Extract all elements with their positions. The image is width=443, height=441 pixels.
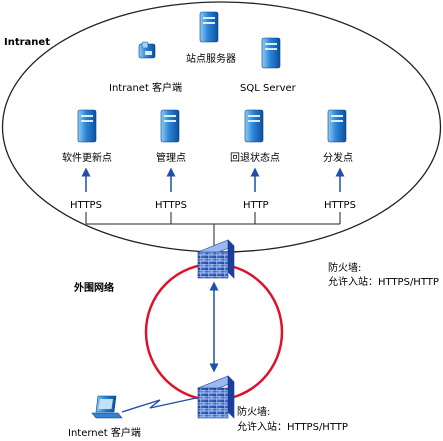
outer-firewall-rule: 允许入站：HTTPS/HTTP xyxy=(237,420,348,433)
inner-firewall-icon xyxy=(197,239,235,279)
site-server-icon xyxy=(199,11,219,43)
intranet-zone-label: Intranet xyxy=(4,37,50,48)
distribution-point-label: 分发点 xyxy=(323,151,353,164)
outer-firewall-icon xyxy=(197,375,235,419)
software-update-point-icon xyxy=(77,109,97,143)
inner-firewall-title: 防火墙: xyxy=(328,261,361,274)
software-update-point-label: 软件更新点 xyxy=(62,151,112,164)
dp-protocol-label: HTTPS xyxy=(324,200,356,211)
management-point-icon xyxy=(160,109,180,143)
sql-server-icon xyxy=(261,37,281,69)
intranet-zone-ellipse xyxy=(1,1,442,253)
mp-protocol-label: HTTPS xyxy=(155,200,187,211)
inner-firewall-rule: 允许入站：HTTPS/HTTP xyxy=(328,275,439,288)
intranet-client-icon xyxy=(138,41,156,59)
internet-link-bolt xyxy=(121,397,197,413)
internet-client-label: Internet 客户端 xyxy=(68,426,141,439)
sql-server-label: SQL Server xyxy=(240,83,297,94)
intranet-client-label: Intranet 客户端 xyxy=(109,81,182,94)
internet-client-laptop-icon xyxy=(91,395,123,419)
management-point-label: 管理点 xyxy=(156,151,186,164)
sup-protocol-label: HTTPS xyxy=(70,200,102,211)
distribution-point-icon xyxy=(327,109,347,143)
site-server-label: 站点服务器 xyxy=(186,52,236,65)
fallback-status-point-icon xyxy=(244,109,264,143)
fsp-protocol-label: HTTP xyxy=(243,200,269,211)
fallback-status-point-label: 回退状态点 xyxy=(230,151,280,164)
outer-firewall-title: 防火墙: xyxy=(237,405,270,418)
perimeter-zone-label: 外围网络 xyxy=(73,281,114,294)
